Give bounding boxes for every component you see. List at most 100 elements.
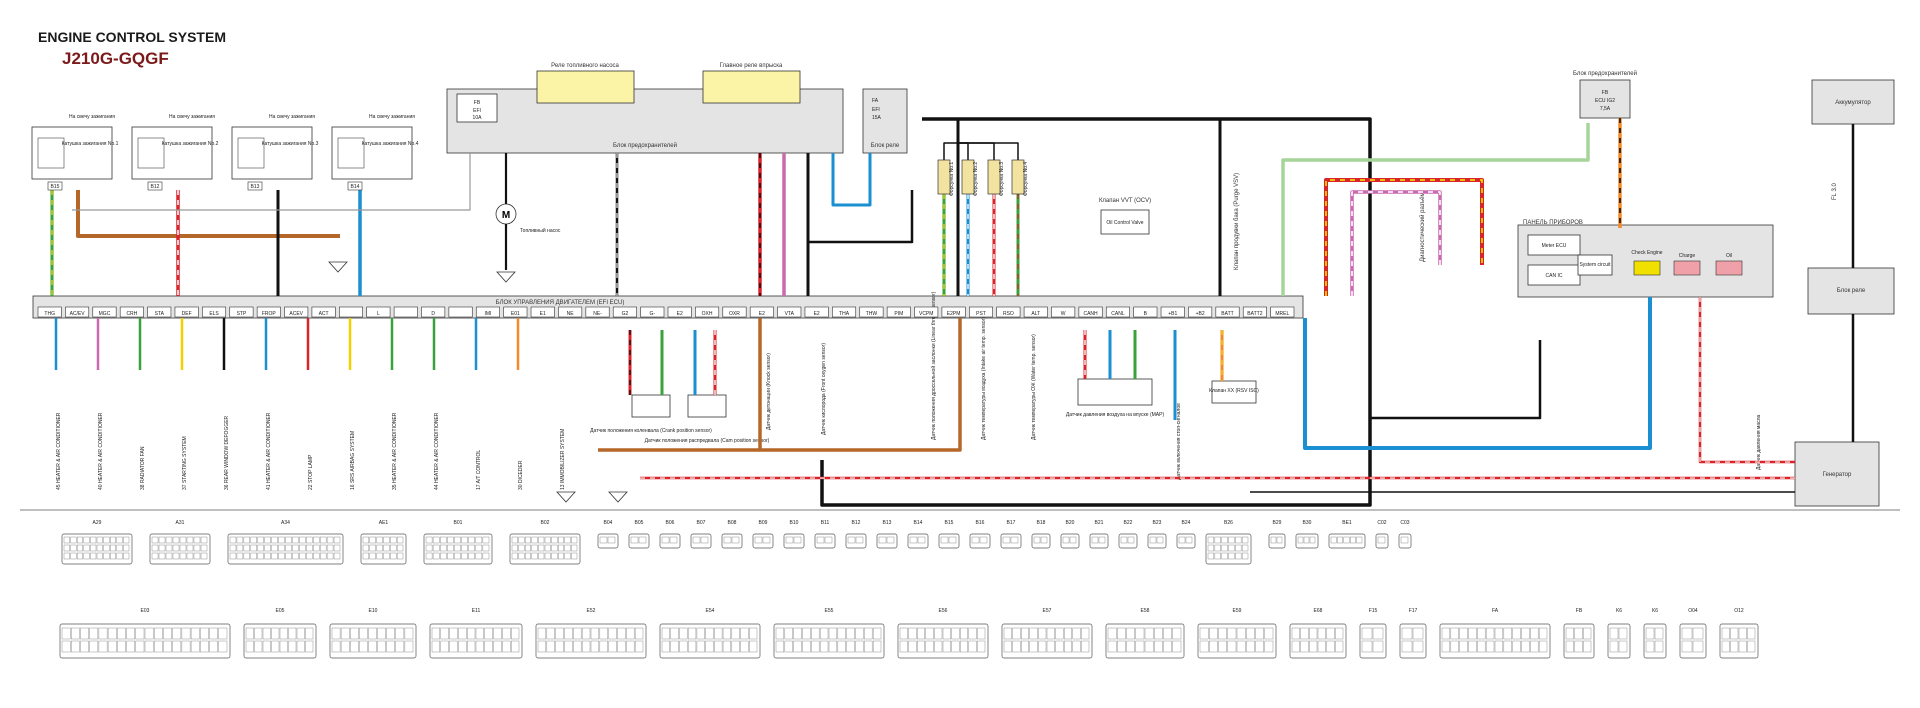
connector2-cell bbox=[942, 627, 951, 640]
connector2-cell bbox=[1583, 627, 1592, 640]
connector-cell bbox=[1241, 544, 1249, 552]
connector-cell bbox=[551, 552, 558, 560]
connector-cell bbox=[571, 536, 578, 544]
oxygen-sensor-label: Датчик кислорода (Front oxygen sensor) bbox=[821, 343, 827, 435]
connector2-cell bbox=[1055, 640, 1064, 653]
connector2-cell bbox=[581, 640, 591, 653]
connector-cell bbox=[319, 552, 327, 560]
generator-box bbox=[1794, 441, 1880, 507]
crank-sensor-label: Датчик положения коленвала (Crank positi… bbox=[590, 428, 712, 434]
connector2-cell bbox=[475, 627, 485, 640]
connector2-cell bbox=[404, 640, 414, 653]
connector-cell bbox=[917, 536, 926, 544]
connector-cell bbox=[243, 544, 251, 552]
connector2-cell bbox=[368, 640, 377, 653]
charge-wire-stripe bbox=[1699, 297, 1795, 463]
connector2-cell bbox=[537, 640, 547, 653]
connector2-cell bbox=[340, 640, 350, 653]
connector-cell bbox=[165, 552, 173, 560]
injector-label-3: Форсунка No.3 bbox=[999, 162, 1005, 196]
ecu-pin-text-36: ALT bbox=[1031, 311, 1040, 317]
fuse-block-right-fuse: ECU IG2 bbox=[1595, 98, 1615, 104]
connector2-cell bbox=[493, 627, 502, 640]
connector-cell bbox=[571, 544, 578, 552]
connector-id-B21-22: B21 bbox=[1095, 520, 1104, 526]
connector-cell bbox=[447, 552, 454, 560]
connector2-cell bbox=[564, 627, 573, 640]
ecu-pin-text-28: E2 bbox=[814, 311, 820, 317]
connector2-cell bbox=[1291, 640, 1300, 653]
connector2-cell bbox=[71, 627, 80, 640]
connector2-cell bbox=[1503, 640, 1512, 653]
intake-temp-label: Датчик температуры воздуха (Intake air t… bbox=[981, 317, 987, 440]
connector-cell bbox=[151, 544, 159, 552]
connector2-cell bbox=[634, 640, 644, 653]
charge-label: Charge bbox=[1679, 253, 1696, 259]
connector-cell bbox=[369, 536, 376, 544]
left-label-4: 36 REAR WINDOW DEFOGGER bbox=[224, 415, 230, 490]
relay-block-fuse: EFI bbox=[872, 107, 880, 113]
connector-cell bbox=[1228, 544, 1235, 552]
connector-cell bbox=[292, 552, 299, 560]
connector2-id-E68-11: E68 bbox=[1314, 608, 1323, 614]
connector2-cell bbox=[117, 640, 126, 653]
connector-cell bbox=[1343, 536, 1350, 544]
connector2-cell bbox=[864, 627, 873, 640]
left-label-10: 17 A/T CONTROL bbox=[476, 450, 482, 490]
connector-cell bbox=[179, 544, 187, 552]
connector-cell bbox=[1214, 552, 1221, 560]
connector-cell bbox=[96, 552, 103, 560]
connector2-cell bbox=[1412, 627, 1424, 640]
connector2-id-FB-15: FB bbox=[1576, 608, 1583, 614]
connector-id-B13-15: B13 bbox=[883, 520, 892, 526]
connector-cell bbox=[123, 544, 130, 552]
connector-cell bbox=[229, 552, 237, 560]
connector-id-B02-5: B02 bbox=[541, 520, 550, 526]
connector-cell bbox=[186, 536, 194, 544]
connector-cell bbox=[979, 536, 988, 544]
connector2-cell bbox=[172, 640, 182, 653]
ecu-pin-text-14: D bbox=[431, 311, 435, 317]
connector-cell bbox=[369, 552, 376, 560]
connector2-cell bbox=[608, 627, 617, 640]
connector-cell bbox=[1010, 536, 1019, 544]
connector-cell bbox=[333, 544, 341, 552]
connector2-cell bbox=[1730, 640, 1739, 653]
ecu-pin-31 bbox=[886, 306, 911, 318]
coil-name-2: Катушка зажигания No.2 bbox=[162, 141, 219, 147]
connector-id-B24-25: B24 bbox=[1182, 520, 1191, 526]
connector2-id-E54-5: E54 bbox=[706, 608, 715, 614]
connector-cell bbox=[172, 544, 180, 552]
connector2-cell bbox=[271, 627, 280, 640]
coil-name-4: Катушка зажигания No.4 bbox=[362, 141, 419, 147]
fuse-block-right-fb: FB bbox=[1602, 90, 1609, 96]
left-label-9: 44 HEATER & AIR CONDITIONER bbox=[434, 412, 440, 490]
ecu-pin-12 bbox=[366, 306, 391, 318]
coil-spark-label-4: На свечу зажигания bbox=[369, 114, 415, 120]
connector2-id-E55-6: E55 bbox=[825, 608, 834, 614]
connector2-cell bbox=[254, 627, 263, 640]
connector-cell bbox=[1207, 536, 1215, 544]
generator-label: Генератор bbox=[1823, 472, 1852, 478]
connector-cell bbox=[90, 552, 97, 560]
ecu-pin-2 bbox=[92, 306, 117, 318]
connector2-cell bbox=[1218, 627, 1227, 640]
map-sensor-box bbox=[1077, 378, 1153, 406]
connector-cell bbox=[482, 544, 490, 552]
connector2-cell bbox=[908, 640, 917, 653]
ecu-pin-text-31: PIM bbox=[894, 311, 903, 317]
connector2-cell bbox=[1154, 640, 1163, 653]
fuel-pump-motor-symbol: M bbox=[502, 210, 510, 221]
connector-cell bbox=[475, 544, 483, 552]
connector2-cell bbox=[154, 627, 163, 640]
charge-wire bbox=[1698, 297, 1795, 464]
connector2-cell bbox=[1172, 627, 1182, 640]
connector2-id-F15-12: F15 bbox=[1369, 608, 1378, 614]
connector-cell bbox=[1149, 536, 1157, 544]
connector2-cell bbox=[1485, 627, 1495, 640]
connector2-cell bbox=[449, 640, 458, 653]
ecu-pin-38 bbox=[1078, 306, 1103, 318]
connector2-cell bbox=[934, 627, 943, 640]
connector2-cell bbox=[917, 640, 926, 653]
